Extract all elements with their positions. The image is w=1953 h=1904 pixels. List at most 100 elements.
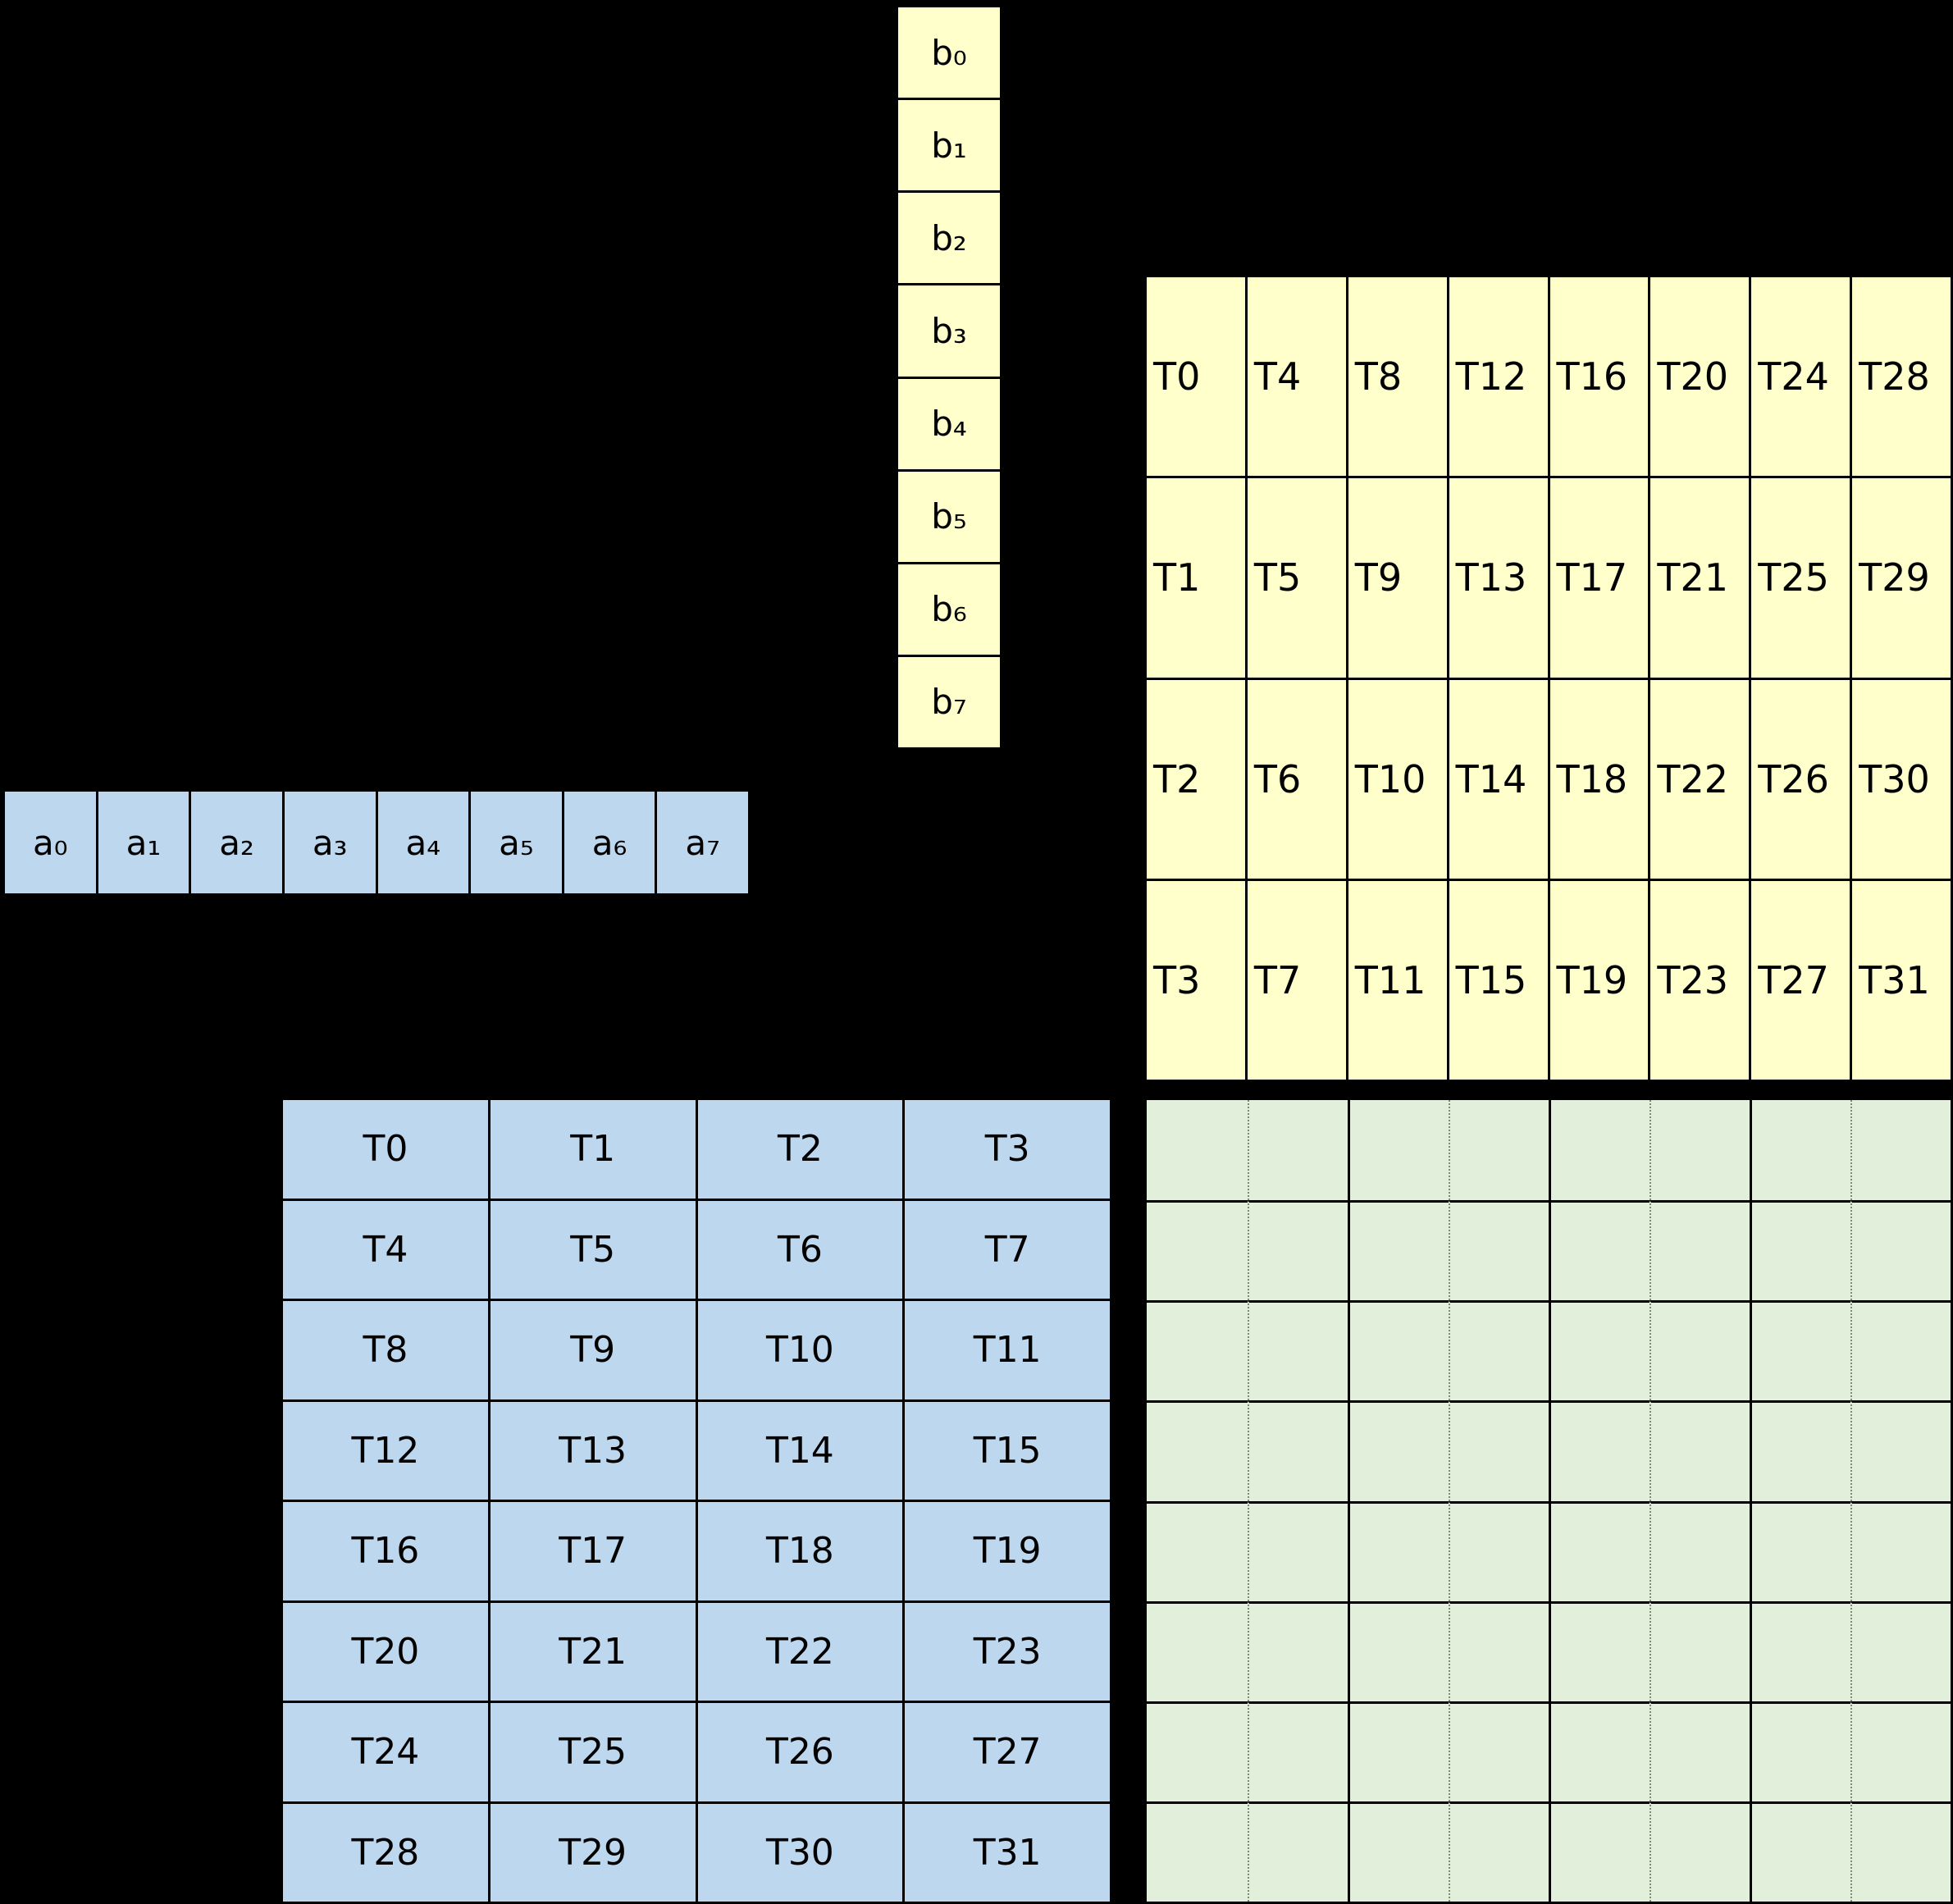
c-accumulator-cell [1649, 1100, 1750, 1201]
a-thread-cell: T11 [905, 1301, 1110, 1399]
b-thread-cell: T13 [1449, 478, 1548, 678]
b-thread-cell: T4 [1247, 277, 1346, 477]
a-thread-cell: T19 [905, 1502, 1110, 1600]
a-thread-cell: T0 [283, 1100, 488, 1199]
b-thread-cell: T25 [1751, 478, 1850, 678]
c-accumulator-cell [1649, 1600, 1750, 1701]
c-accumulator-cell [1247, 1500, 1348, 1601]
a-thread-cell: T2 [697, 1100, 903, 1199]
c-accumulator-cell [1247, 1200, 1348, 1301]
a-thread-cell: T8 [283, 1301, 488, 1399]
a-thread-cell: T1 [490, 1100, 696, 1199]
a-thread-cell: T21 [490, 1602, 696, 1701]
a-thread-cell: T24 [283, 1703, 488, 1801]
c-accumulator-cell [1448, 1400, 1549, 1501]
b-element-cell: b₆ [898, 564, 1000, 655]
c-accumulator-cell [1750, 1200, 1850, 1301]
a-thread-cell: T4 [283, 1200, 488, 1299]
b-thread-cell: T7 [1247, 880, 1346, 1080]
b-thread-cell: T15 [1449, 880, 1548, 1080]
c-accumulator-cell [1549, 1801, 1650, 1902]
b-thread-cell: T0 [1147, 277, 1245, 477]
b-thread-cell: T26 [1751, 679, 1850, 879]
b-thread-cell: T16 [1549, 277, 1649, 477]
a-element-cell: a₀ [5, 792, 96, 893]
c-accumulator-cell [1549, 1701, 1650, 1801]
b-element-cell: b₀ [898, 7, 1000, 98]
c-accumulator-cell [1850, 1400, 1951, 1501]
a-thread-cell: T12 [283, 1401, 488, 1500]
c-accumulator-cell [1850, 1600, 1951, 1701]
c-accumulator-cell [1549, 1400, 1650, 1501]
c-accumulator-cell [1750, 1701, 1850, 1801]
b-thread-cell: T8 [1348, 277, 1447, 477]
b-thread-cell: T6 [1247, 679, 1346, 879]
a-element-cell: a₃ [284, 792, 376, 893]
c-accumulator-cell [1448, 1801, 1549, 1902]
a-thread-cell: T5 [490, 1200, 696, 1299]
a-element-cell: a₇ [657, 792, 748, 893]
c-accumulator-cell [1348, 1400, 1449, 1501]
b-thread-cell: T11 [1348, 880, 1447, 1080]
c-accumulator-cell [1348, 1500, 1449, 1601]
c-accumulator-cell [1247, 1600, 1348, 1701]
b-thread-cell: T17 [1549, 478, 1649, 678]
b-thread-cell: T19 [1549, 880, 1649, 1080]
c-accumulator-cell [1147, 1701, 1248, 1801]
b-thread-cell: T21 [1650, 478, 1750, 678]
b-thread-cell: T1 [1147, 478, 1245, 678]
b-element-cell: b₇ [898, 656, 1000, 747]
c-accumulator-cell [1247, 1701, 1348, 1801]
c-accumulator-cell [1549, 1600, 1650, 1701]
b-thread-cell: T30 [1852, 679, 1951, 879]
c-accumulator-cell [1348, 1300, 1449, 1401]
b-element-cell: b₂ [898, 193, 1000, 284]
a-thread-cell: T15 [905, 1401, 1110, 1500]
c-accumulator-cell [1750, 1300, 1850, 1401]
c-accumulator-cell [1448, 1300, 1549, 1401]
a-thread-cell: T9 [490, 1301, 696, 1399]
c-accumulator-cell [1147, 1801, 1248, 1902]
c-accumulator-cell [1147, 1500, 1248, 1601]
b-thread-cell: T24 [1751, 277, 1850, 477]
c-accumulator-cell [1549, 1100, 1650, 1201]
c-accumulator-cell [1348, 1200, 1449, 1301]
a-thread-cell: T3 [905, 1100, 1110, 1199]
c-accumulator-cell [1649, 1400, 1750, 1501]
c-accumulator-cell [1850, 1801, 1951, 1902]
a-thread-cell: T30 [697, 1803, 903, 1902]
c-accumulator-cell [1348, 1801, 1449, 1902]
c-accumulator-cell [1850, 1500, 1951, 1601]
a-thread-cell: T6 [697, 1200, 903, 1299]
c-accumulator-cell [1147, 1300, 1248, 1400]
a-element-cell: a₆ [564, 792, 655, 893]
c-accumulator-cell [1448, 1100, 1549, 1201]
a-thread-cell: T29 [490, 1803, 696, 1902]
b-thread-cell: T12 [1449, 277, 1548, 477]
c-accumulator-cell [1448, 1701, 1549, 1801]
b-thread-cell: T18 [1549, 679, 1649, 879]
a-thread-cell: T13 [490, 1401, 696, 1500]
a-thread-cell: T27 [905, 1703, 1110, 1801]
c-accumulator-cell [1348, 1701, 1449, 1801]
c-accumulator-cell [1850, 1300, 1951, 1401]
b-thread-cell: T2 [1147, 679, 1245, 879]
b-thread-cell: T23 [1650, 880, 1750, 1080]
c-accumulator-cell [1850, 1100, 1951, 1201]
c-accumulator-cell [1147, 1100, 1248, 1200]
c-accumulator-cell [1348, 1100, 1449, 1201]
c-accumulator-cell [1549, 1500, 1650, 1601]
a-thread-cell: T18 [697, 1502, 903, 1600]
c-accumulator-cell [1549, 1200, 1650, 1301]
a-thread-cell: T31 [905, 1803, 1110, 1902]
c-accumulator-cell [1247, 1100, 1348, 1201]
b-element-cell: b₃ [898, 285, 1000, 377]
c-accumulator-cell [1850, 1701, 1951, 1801]
c-accumulator-cell [1247, 1400, 1348, 1501]
a-thread-cell: T26 [697, 1703, 903, 1801]
b-thread-cell: T28 [1852, 277, 1951, 477]
